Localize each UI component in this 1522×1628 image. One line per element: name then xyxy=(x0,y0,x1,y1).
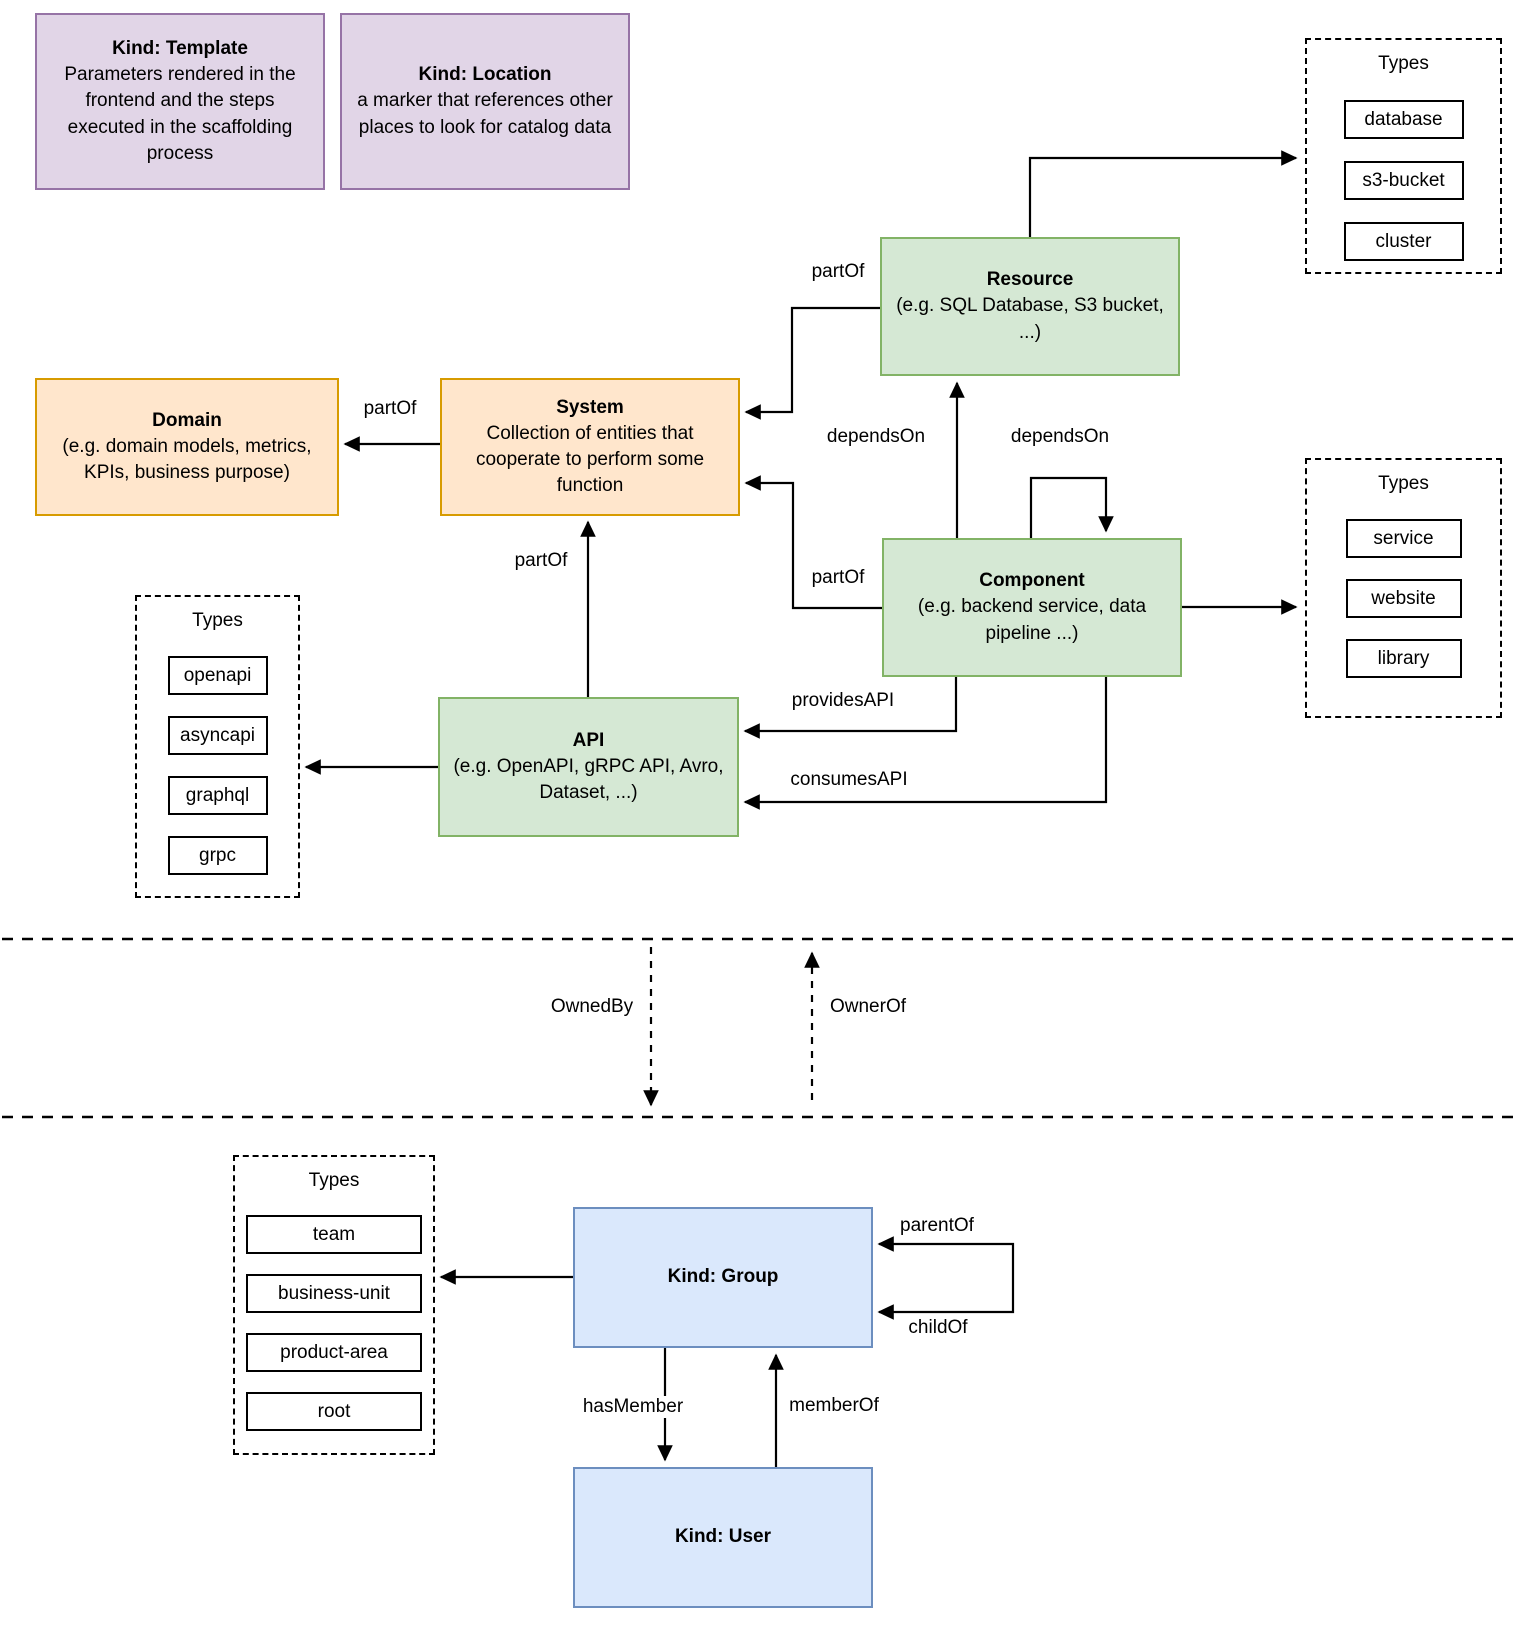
node-title: API xyxy=(572,729,605,751)
node-description: (e.g. SQL Database, S3 bucket, ...) xyxy=(896,295,1164,343)
type-item: database xyxy=(1343,100,1464,139)
node-title: Kind: Group xyxy=(667,1266,779,1288)
node-component: Component (e.g. backend service, data pi… xyxy=(882,538,1182,677)
edge-resource-to-types xyxy=(1028,150,1298,237)
type-item: team xyxy=(246,1215,422,1254)
node-kind-user: Kind: User xyxy=(573,1467,873,1608)
node-description: a marker that references other places to… xyxy=(357,90,613,138)
edge-label-consumesapi: consumesAPI xyxy=(788,769,910,791)
type-item: service xyxy=(1345,519,1462,558)
type-item: s3-bucket xyxy=(1343,161,1464,200)
node-description: (e.g. domain models, metrics, KPIs, busi… xyxy=(62,435,312,484)
edge-label-partof-resource: partOf xyxy=(809,261,867,283)
type-item: cluster xyxy=(1343,222,1464,261)
node-kind-template: Kind: Template Parameters rendered in th… xyxy=(35,13,325,190)
edge-component-partof-system xyxy=(744,475,882,610)
type-item: product-area xyxy=(246,1333,422,1372)
edge-label-parentof: parentOf xyxy=(898,1215,976,1237)
types-title: Types xyxy=(1378,53,1429,74)
node-system: System Collection of entities that coope… xyxy=(440,378,740,516)
type-item: root xyxy=(246,1392,422,1431)
types-title: Types xyxy=(192,610,243,631)
edge-label-memberof: memberOf xyxy=(787,1395,881,1417)
edge-label-providesapi: providesAPI xyxy=(789,690,897,712)
type-item: openapi xyxy=(167,656,268,695)
type-item: business-unit xyxy=(246,1274,422,1313)
edge-label-hasmember: hasMember xyxy=(580,1396,686,1418)
node-title: Domain xyxy=(152,409,222,431)
types-box-component: Types service website library xyxy=(1305,458,1502,718)
edge-component-dependson-self xyxy=(1029,476,1114,538)
node-kind-location: Kind: Location a marker that references … xyxy=(340,13,630,190)
node-title: System xyxy=(556,396,624,418)
edge-resource-partof-system xyxy=(744,306,880,420)
node-description: (e.g. OpenAPI, gRPC API, Avro, Dataset, … xyxy=(453,755,724,804)
node-title: Kind: User xyxy=(674,1526,772,1548)
node-description: (e.g. backend service, data pipeline ...… xyxy=(917,596,1147,644)
types-title: Types xyxy=(1378,473,1429,494)
edge-component-providesapi xyxy=(743,677,958,739)
edge-label-dependson-self: dependsOn xyxy=(1008,426,1112,448)
types-box-resource: Types database s3-bucket cluster xyxy=(1305,38,1502,274)
edge-label-partof-component: partOf xyxy=(809,567,867,589)
types-box-api: Types openapi asyncapi graphql grpc xyxy=(135,595,300,898)
type-item: grpc xyxy=(167,836,268,875)
edge-label-ownerof: OwnerOf xyxy=(827,996,909,1018)
type-item: website xyxy=(1345,579,1462,618)
edge-label-childof: childOf xyxy=(906,1317,970,1339)
node-title: Resource xyxy=(986,269,1074,291)
type-item: graphql xyxy=(167,776,268,815)
node-description: Parameters rendered in the frontend and … xyxy=(64,64,296,164)
type-item: library xyxy=(1345,639,1462,678)
edge-component-consumesapi xyxy=(743,677,1108,810)
edge-label-dependson-resource: dependsOn xyxy=(824,426,928,448)
node-description: Collection of entities that cooperate to… xyxy=(475,422,705,497)
node-kind-group: Kind: Group xyxy=(573,1207,873,1348)
types-title: Types xyxy=(308,1170,360,1191)
node-title: Kind: Template xyxy=(112,37,248,59)
edge-group-parentof-childof xyxy=(877,1236,1015,1320)
node-domain: Domain (e.g. domain models, metrics, KPI… xyxy=(35,378,339,516)
types-box-group: Types team business-unit product-area ro… xyxy=(233,1155,435,1455)
node-title: Kind: Location xyxy=(418,64,552,86)
edge-label-partof-api: partOf xyxy=(512,550,570,572)
node-title: Component xyxy=(979,570,1085,592)
node-api: API (e.g. OpenAPI, gRPC API, Avro, Datas… xyxy=(438,697,739,837)
type-item: asyncapi xyxy=(167,716,268,755)
edge-label-partof-system: partOf xyxy=(361,398,419,420)
edge-label-ownedby: OwnedBy xyxy=(548,996,636,1018)
node-resource: Resource (e.g. SQL Database, S3 bucket, … xyxy=(880,237,1180,376)
